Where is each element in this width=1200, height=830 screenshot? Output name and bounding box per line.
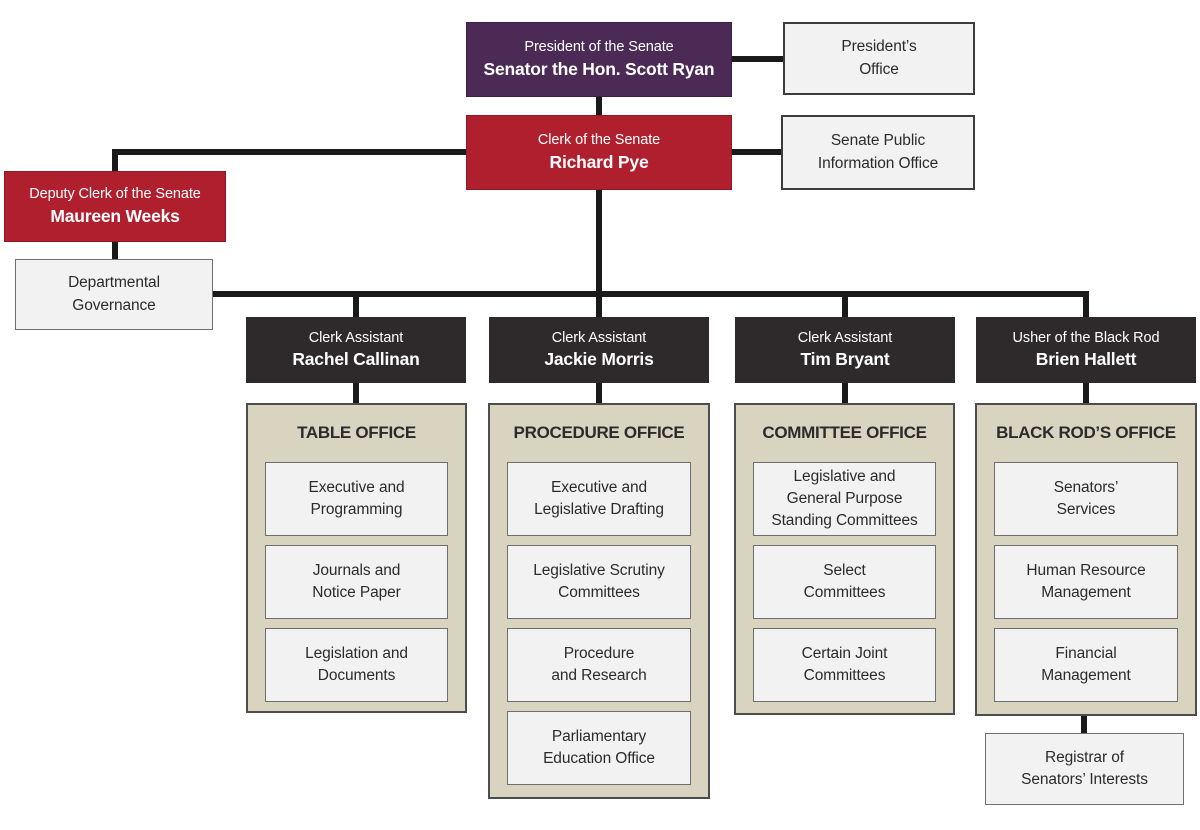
procedure-office-title: PROCEDURE OFFICE	[513, 423, 685, 442]
node-departmental-governance: Departmental Governance	[15, 259, 213, 330]
container-black-rods-office: BLACK ROD’S OFFICE Senators’ Services Hu…	[975, 403, 1197, 716]
procedure-office-section-legislative-scrutiny-committees: Legislative Scrutiny Committees	[507, 545, 691, 619]
node-presidents-office: President’s Office	[783, 22, 975, 95]
connector-deputy-to-governance	[112, 240, 118, 261]
container-committee-office: COMMITTEE OFFICE Legislative and General…	[734, 403, 955, 715]
committee-office-section-select-committees: Select Committees	[753, 545, 936, 619]
departmental-governance-label: Departmental Governance	[68, 274, 160, 314]
table-office-section-journals-and-notice-paper: Journals and Notice Paper	[265, 545, 448, 619]
presidents-office-label: President’s Office	[841, 38, 917, 78]
clerk-assistant-procedure-role-label: Clerk Assistant	[551, 329, 647, 346]
president-name-label: Senator the Hon. Scott Ryan	[483, 58, 715, 79]
container-procedure-office: PROCEDURE OFFICE Executive and Legislati…	[488, 403, 710, 799]
committee-office-title: COMMITTEE OFFICE	[762, 423, 927, 442]
usher-role-label: Usher of the Black Rod	[1012, 329, 1160, 346]
connector-deputy-drop	[112, 149, 118, 173]
connector-president-to-clerk	[596, 95, 602, 117]
connector-clerk-to-information-office	[730, 149, 783, 155]
connector-assistant-to-committee-office	[842, 381, 848, 405]
table-office-section-legislation-and-documents: Legislation and Documents	[265, 628, 448, 702]
table-office-section-executive-and-programming: Executive and Programming	[265, 462, 448, 536]
deputy-clerk-name-label: Maureen Weeks	[50, 205, 180, 226]
usher-name-label: Brien Hallett	[1035, 349, 1137, 370]
node-clerk-assistant-committee: Clerk Assistant Tim Bryant	[735, 317, 955, 383]
node-deputy-clerk-of-the-senate: Deputy Clerk of the Senate Maureen Weeks	[4, 171, 226, 242]
clerk-assistant-table-name-label: Rachel Callinan	[292, 349, 420, 370]
container-table-office: TABLE OFFICE Executive and Programming J…	[246, 403, 467, 713]
connector-drop-committee	[842, 291, 848, 319]
black-rods-office-section-senators-services: Senators’ Services	[994, 462, 1178, 536]
black-rods-office-section-human-resource-management: Human Resource Management	[994, 545, 1178, 619]
connector-clerk-to-deputy	[112, 149, 468, 155]
clerk-name-label: Richard Pye	[549, 151, 649, 172]
clerk-assistant-committee-name-label: Tim Bryant	[800, 349, 890, 370]
node-registrar-of-senators-interests: Registrar of Senators’ Interests	[985, 733, 1184, 805]
node-clerk-of-the-senate: Clerk of the Senate Richard Pye	[466, 115, 732, 190]
deputy-clerk-role-label: Deputy Clerk of the Senate	[29, 186, 201, 203]
node-senate-public-information-office: Senate Public Information Office	[781, 115, 975, 190]
registrar-label: Registrar of Senators’ Interests	[1021, 748, 1148, 788]
node-president-of-the-senate: President of the Senate Senator the Hon.…	[466, 22, 732, 97]
black-rods-office-section-financial-management: Financial Management	[994, 628, 1178, 702]
connector-usher-to-black-rods-office	[1083, 381, 1089, 405]
procedure-office-section-parliamentary-education-office: Parliamentary Education Office	[507, 711, 691, 785]
node-clerk-assistant-procedure: Clerk Assistant Jackie Morris	[489, 317, 709, 383]
node-usher-of-the-black-rod: Usher of the Black Rod Brien Hallett	[976, 317, 1196, 383]
table-office-title: TABLE OFFICE	[297, 423, 416, 442]
connector-drop-usher	[1083, 291, 1089, 319]
procedure-office-section-executive-and-legislative-drafting: Executive and Legislative Drafting	[507, 462, 691, 536]
president-role-label: President of the Senate	[524, 39, 674, 56]
connector-assistant-to-table-office	[353, 381, 359, 405]
connector-office-to-registrar	[1081, 714, 1087, 735]
connector-clerk-trunk	[596, 188, 602, 319]
connector-assistant-to-procedure-office	[596, 381, 602, 405]
clerk-assistant-committee-role-label: Clerk Assistant	[797, 329, 893, 346]
clerk-role-label: Clerk of the Senate	[537, 132, 661, 149]
black-rods-office-title: BLACK ROD’S OFFICE	[996, 423, 1176, 442]
clerk-assistant-procedure-name-label: Jackie Morris	[544, 349, 654, 370]
connector-drop-table	[353, 291, 359, 319]
node-clerk-assistant-table: Clerk Assistant Rachel Callinan	[246, 317, 466, 383]
senate-public-information-office-label: Senate Public Information Office	[817, 132, 939, 172]
committee-office-section-standing-committees: Legislative and General Purpose Standing…	[753, 462, 936, 536]
committee-office-section-certain-joint-committees: Certain Joint Committees	[753, 628, 936, 702]
connector-president-to-presidents-office	[730, 56, 785, 62]
connector-main-horizontal	[213, 291, 1089, 297]
clerk-assistant-table-role-label: Clerk Assistant	[308, 329, 404, 346]
procedure-office-section-procedure-and-research: Procedure and Research	[507, 628, 691, 702]
